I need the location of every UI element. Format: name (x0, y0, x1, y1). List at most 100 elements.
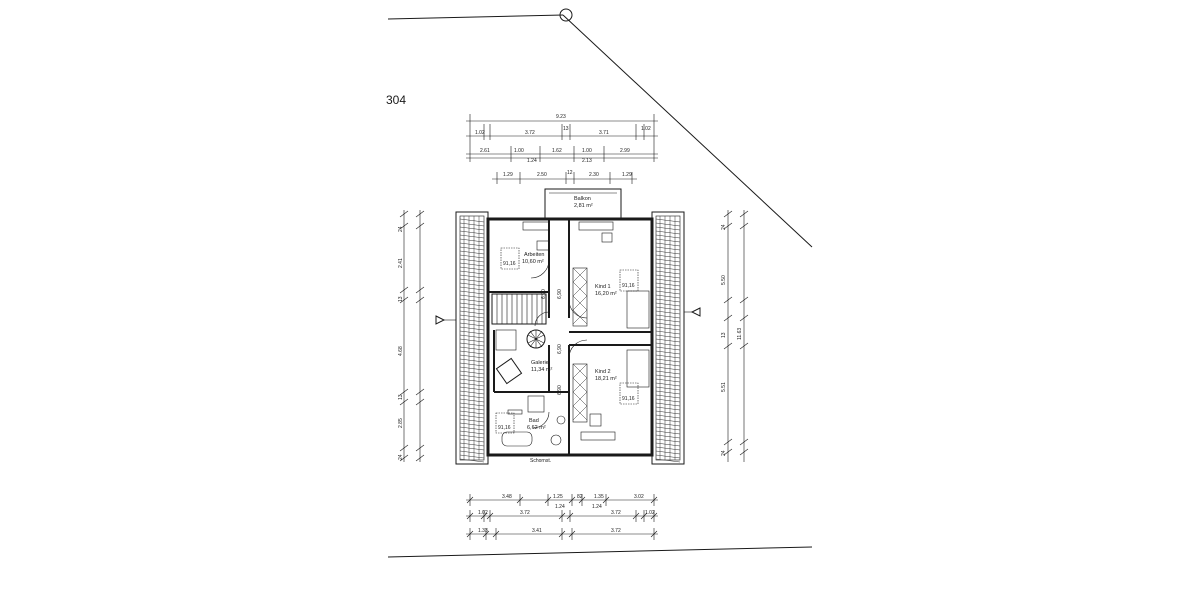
drawing-stroke (655, 382, 681, 387)
dim-label: 12 (567, 170, 573, 176)
drawing-stroke (655, 222, 681, 227)
drawing-stroke (459, 454, 485, 459)
room-name-kind1: Kind 1 (595, 284, 611, 290)
drawing-stroke (655, 370, 681, 375)
drawing-stroke (459, 302, 485, 307)
room-name-kind2: Kind 2 (595, 369, 611, 375)
dim-label: 3.72 (611, 510, 621, 516)
drawing-stroke (655, 426, 681, 431)
left-roof-slope (455, 211, 489, 465)
dim-label: 2.13 (582, 158, 592, 164)
dim-label: 1.24 (527, 158, 537, 164)
drawing-stroke (655, 450, 681, 455)
drawing-stroke (655, 378, 681, 383)
dim-label: 13 (398, 296, 404, 302)
dim-label: 2.50 (537, 172, 547, 178)
drawing-stroke (655, 454, 681, 459)
drawing-stroke (655, 390, 681, 395)
dim-label: 1.29 (503, 172, 513, 178)
drawing-stroke (459, 246, 485, 251)
dim-label: 1.25 (553, 494, 563, 500)
drawing-stroke (655, 406, 681, 411)
drawing-stroke (655, 458, 681, 463)
drawing-stroke (655, 274, 681, 279)
drawing-stroke (399, 444, 409, 452)
drawing-stroke (459, 442, 485, 447)
drawing-stroke (459, 330, 485, 335)
drawing-stroke (459, 386, 485, 391)
drawing-stroke (655, 414, 681, 419)
drawing-stroke (399, 398, 409, 406)
window-tag: 91,16 (503, 261, 516, 267)
drawing-stroke (655, 298, 681, 303)
wardrobe-icon (572, 267, 588, 327)
room-name-bad: Bad (529, 418, 539, 424)
drawing-stroke (459, 242, 485, 247)
room-name-arbeiten: Arbeiten (524, 252, 545, 258)
drawing-stroke (739, 222, 749, 230)
drawing-stroke (459, 286, 485, 291)
drawing-stroke (459, 258, 485, 263)
drawing-stroke (739, 448, 749, 456)
dim-label: 1.02 (478, 510, 488, 516)
drawing-stroke (459, 294, 485, 299)
drawing-stroke (655, 262, 681, 267)
drawing-stroke (655, 258, 681, 263)
door-swings (530, 259, 588, 429)
dim-label: 1.24 (555, 504, 565, 510)
dim-label: 3.72 (611, 528, 621, 534)
drawing-stroke (399, 296, 409, 304)
drawing-stroke (459, 402, 485, 407)
drawing-stroke (399, 286, 409, 294)
dim-label: 1.24 (592, 504, 602, 510)
room-labels: Arbeiten 10,60 m² Kind 1 16,20 m² Galeri… (522, 252, 617, 431)
drawing-stroke (459, 262, 485, 267)
desk-icon (522, 221, 550, 231)
drawing-stroke (459, 222, 485, 227)
dim-label: 24 (398, 454, 404, 460)
sink-icon (550, 434, 562, 446)
dim-label: 1.62 (552, 148, 562, 154)
drawing-stroke (655, 446, 681, 451)
drawing-stroke (415, 286, 425, 294)
window-tag: 91,16 (622, 283, 635, 289)
drawing-stroke (415, 222, 425, 230)
bed-icon (626, 349, 650, 388)
left-dimension-chain: 24 2.41 13 4.68 13 2.85 24 (398, 210, 425, 462)
drawing-stroke (655, 218, 681, 223)
drawing-stroke (459, 282, 485, 287)
boundary-marker-icon (559, 8, 573, 22)
dim-label: 11.63 (737, 328, 743, 340)
drawing-stroke (415, 210, 425, 218)
balcony-dimension-chain: 1.29 2.50 12 2.30 1.29 (492, 170, 637, 184)
drawing-stroke (399, 210, 409, 218)
drawing-stroke (723, 222, 733, 230)
room-area-bad: 6,62 m² (527, 425, 546, 431)
drawing-stroke (459, 250, 485, 255)
drawing-stroke (459, 426, 485, 431)
dim-overall-width: 9.23 (556, 114, 566, 120)
drawing-stroke (723, 314, 733, 322)
room-area-galerie: 11,34 m² (531, 367, 552, 373)
drawing-stroke (415, 398, 425, 406)
section-markers (435, 307, 701, 325)
drawing-stroke (399, 222, 409, 230)
drawing-stroke (655, 422, 681, 427)
drawing-stroke (459, 254, 485, 259)
drawing-stroke (723, 210, 733, 218)
drawing-stroke (459, 278, 485, 283)
drawing-stroke (459, 322, 485, 327)
dim-label: 24 (721, 450, 727, 456)
dim-label: 1.02 (641, 126, 651, 132)
drawing-stroke (655, 242, 681, 247)
dim-label: 1.00 (514, 148, 524, 154)
drawing-stroke (415, 296, 425, 304)
window-tag: 91,16 (498, 425, 511, 431)
drawing-stroke (459, 422, 485, 427)
drawing-stroke (655, 310, 681, 315)
drawing-stroke (655, 238, 681, 243)
toilet-icon (556, 415, 566, 425)
drawing-stroke (655, 346, 681, 351)
drawing-stroke (415, 444, 425, 452)
drawing-stroke (655, 286, 681, 291)
